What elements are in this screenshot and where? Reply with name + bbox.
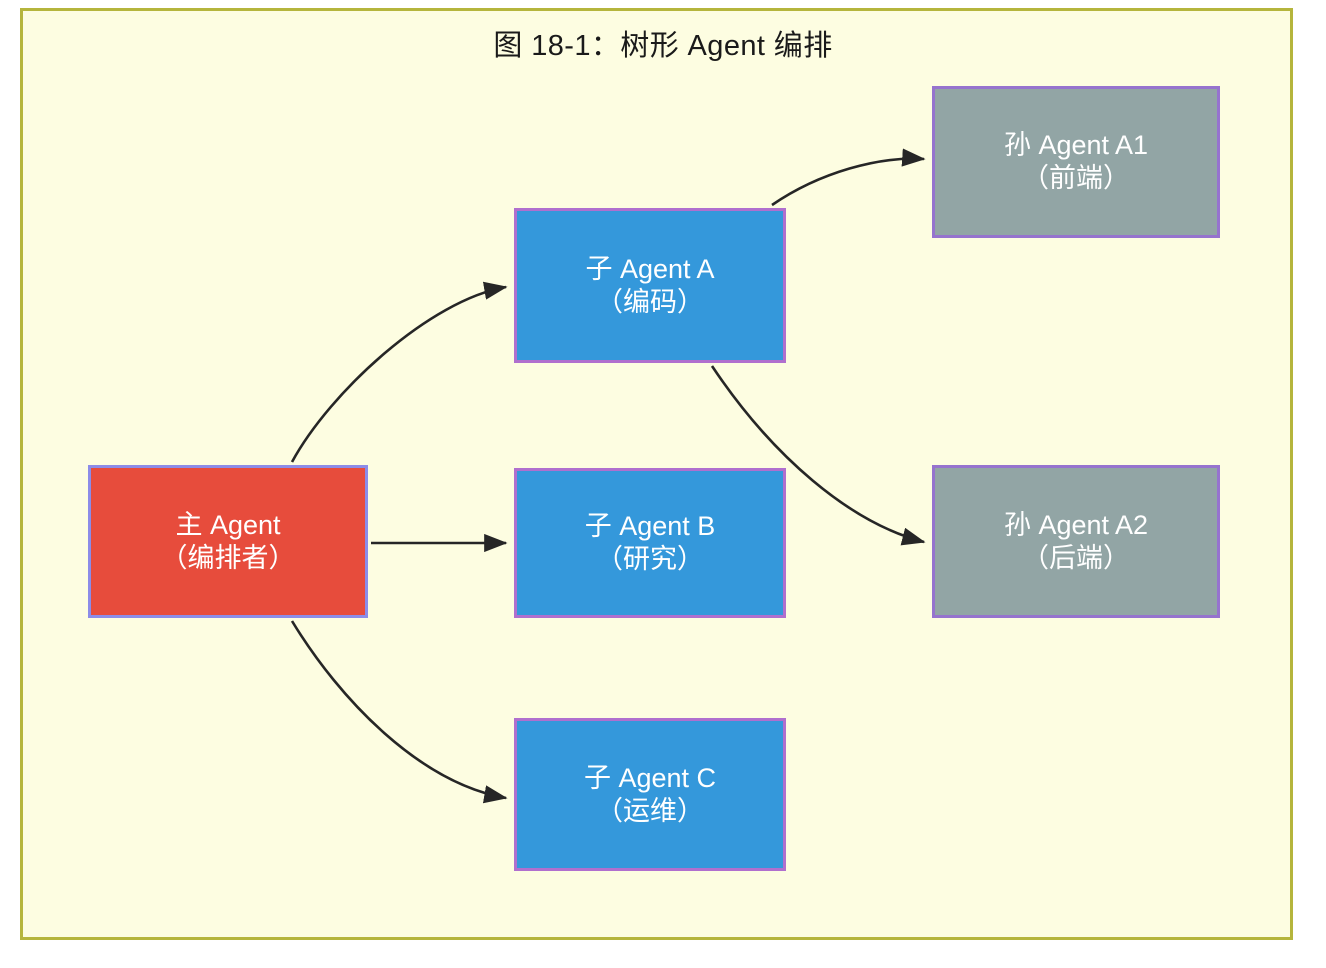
node-grandchild-agent-a2-title: 孙 Agent A2 — [1003, 509, 1149, 540]
node-main-agent-title: 主 Agent — [175, 509, 281, 540]
node-main-agent[interactable]: 主 Agent （编排者） — [88, 465, 368, 618]
node-child-agent-b-subtitle: （研究） — [596, 544, 704, 574]
node-child-agent-c[interactable]: 子 Agent C （运维） — [514, 718, 786, 871]
node-child-agent-c-title: 子 Agent C — [583, 762, 717, 793]
node-child-agent-b-title: 子 Agent B — [584, 511, 716, 542]
node-grandchild-agent-a1[interactable]: 孙 Agent A1 （前端） — [932, 86, 1220, 238]
node-grandchild-agent-a2-subtitle: （后端） — [1022, 542, 1130, 573]
node-child-agent-b[interactable]: 子 Agent B （研究） — [514, 468, 786, 618]
node-child-agent-a[interactable]: 子 Agent A （编码） — [514, 208, 786, 363]
node-grandchild-agent-a2[interactable]: 孙 Agent A2 （后端） — [932, 465, 1220, 618]
node-grandchild-agent-a1-title: 孙 Agent A1 — [1003, 130, 1149, 161]
node-grandchild-agent-a1-subtitle: （前端） — [1022, 163, 1130, 193]
node-child-agent-a-subtitle: （编码） — [596, 286, 704, 317]
page-title: 图 18-1：树形 Agent 编排 — [493, 30, 833, 62]
node-child-agent-c-subtitle: （运维） — [596, 795, 704, 826]
node-child-agent-a-title: 子 Agent A — [585, 253, 715, 284]
node-main-agent-subtitle: （编排者） — [160, 542, 296, 573]
